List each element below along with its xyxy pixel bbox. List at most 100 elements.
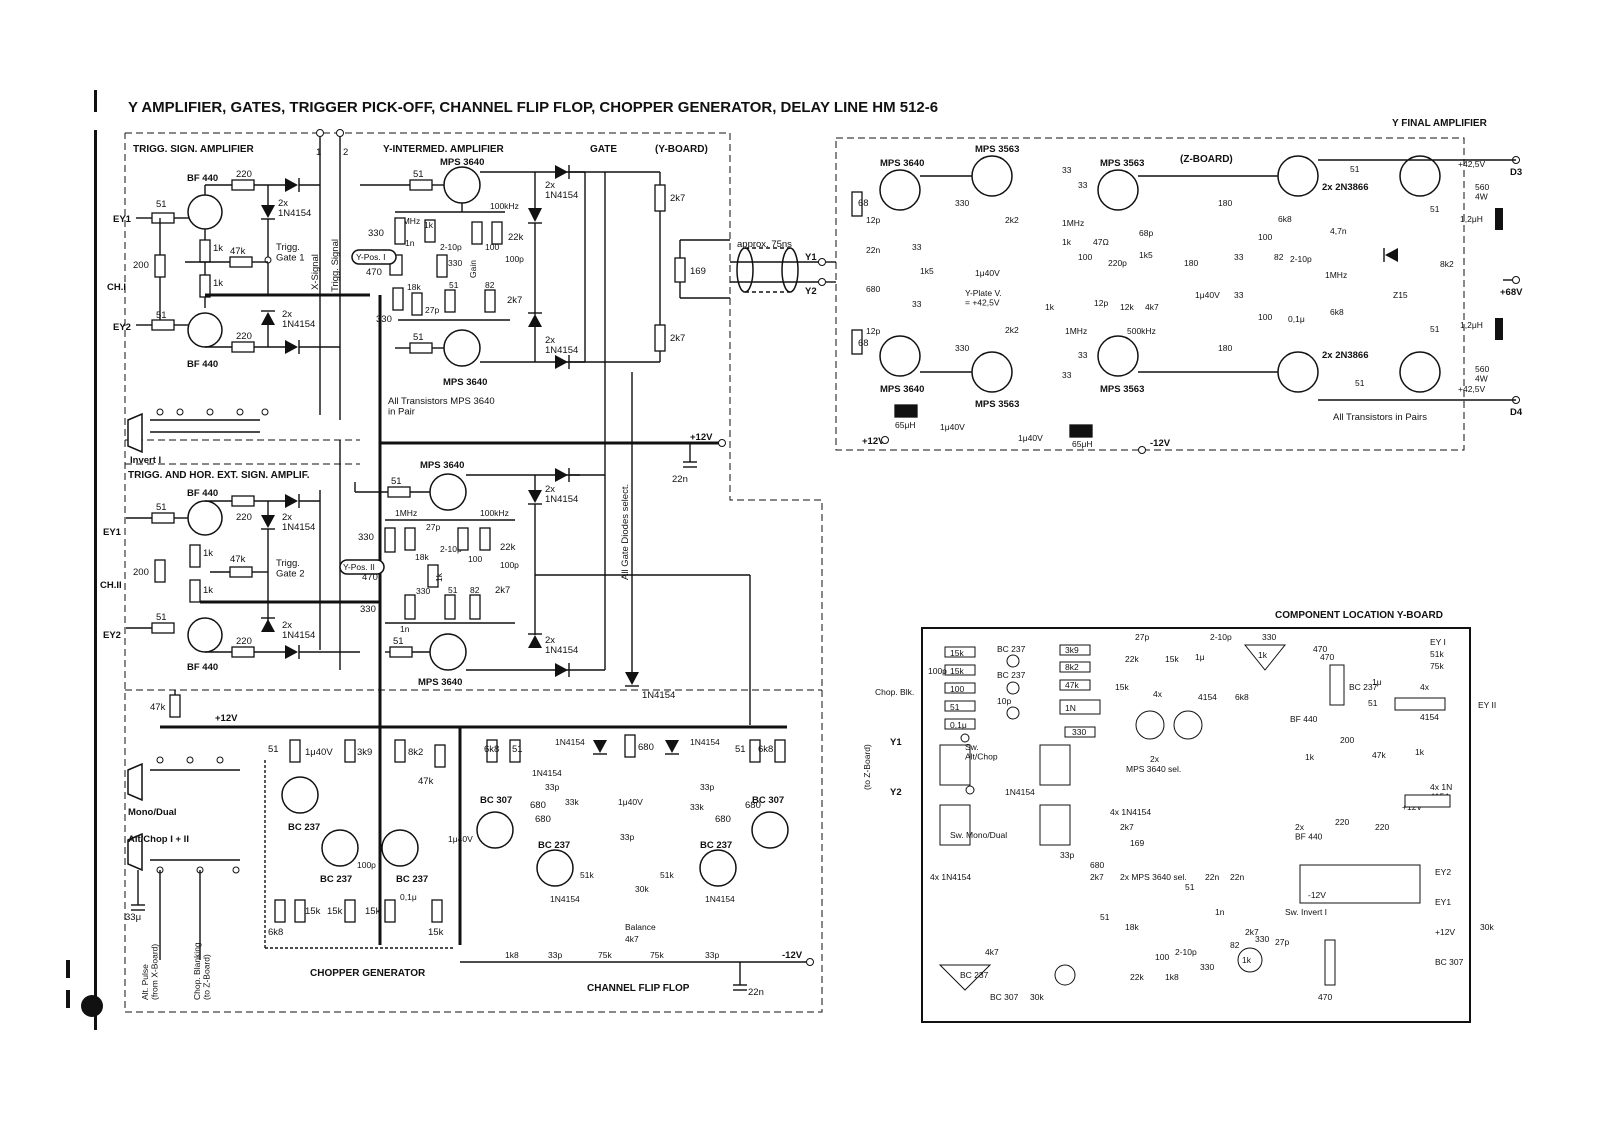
svg-text:2k7: 2k7: [1090, 872, 1104, 882]
svg-text:51: 51: [156, 502, 167, 513]
svg-text:12k: 12k: [1120, 302, 1134, 312]
svg-text:75k: 75k: [598, 950, 612, 960]
svg-text:22n: 22n: [748, 987, 764, 998]
svg-text:82: 82: [1274, 252, 1284, 262]
y-board-outline: [124, 132, 823, 1013]
svg-text:330: 330: [358, 532, 374, 543]
svg-text:1N4154: 1N4154: [705, 894, 735, 904]
svg-text:30k: 30k: [1480, 922, 1494, 932]
svg-text:33p: 33p: [620, 832, 634, 842]
svg-text:65μH: 65μH: [895, 420, 916, 430]
svg-text:+42,5V: +42,5V: [1458, 159, 1486, 169]
svg-text:180: 180: [1218, 343, 1232, 353]
svg-text:2-10p: 2-10p: [1175, 947, 1197, 957]
svg-text:220: 220: [236, 169, 252, 180]
svg-text:1n: 1n: [400, 624, 410, 634]
svg-text:1N4154: 1N4154: [282, 319, 315, 330]
svg-text:51: 51: [735, 744, 746, 755]
svg-text:D3: D3: [1510, 167, 1522, 178]
svg-text:169: 169: [690, 266, 706, 277]
svg-text:22k: 22k: [508, 232, 524, 243]
svg-text:68p: 68p: [1139, 228, 1153, 238]
svg-text:1n: 1n: [405, 238, 415, 248]
svg-text:2-10p: 2-10p: [1210, 632, 1232, 642]
svg-text:33: 33: [912, 242, 922, 252]
invert-switch[interactable]: Invert I: [127, 408, 269, 466]
signal-bus: 1 2 X-Signal Trigg. Signal: [310, 129, 348, 670]
svg-text:51: 51: [1355, 378, 1365, 388]
note-gate-diodes: All Gate Diodes select.: [620, 484, 631, 580]
svg-text:4x 1N4154: 4x 1N4154: [930, 872, 971, 882]
svg-text:47k: 47k: [230, 246, 246, 257]
svg-text:2x: 2x: [1150, 754, 1160, 764]
svg-text:15k: 15k: [1115, 682, 1129, 692]
svg-text:51: 51: [1430, 324, 1440, 334]
svg-text:BC 237: BC 237: [997, 644, 1026, 654]
svg-text:330: 330: [360, 604, 376, 615]
svg-text:MPS 3640: MPS 3640: [440, 157, 484, 168]
svg-text:100: 100: [468, 554, 482, 564]
svg-text:1,2μH: 1,2μH: [1460, 320, 1483, 330]
svg-text:470: 470: [1320, 652, 1334, 662]
svg-text:51: 51: [1100, 912, 1110, 922]
svg-text:100p: 100p: [500, 560, 519, 570]
svg-text:33p: 33p: [1060, 850, 1074, 860]
svg-text:27p: 27p: [426, 522, 440, 532]
svg-text:47k: 47k: [230, 554, 246, 565]
svg-text:MPS 3640 sel.: MPS 3640 sel.: [1126, 764, 1181, 774]
svg-text:BF 440: BF 440: [187, 359, 218, 370]
svg-text:BC 307: BC 307: [480, 795, 512, 806]
svg-text:22k: 22k: [1125, 654, 1139, 664]
svg-text:82: 82: [485, 280, 495, 290]
svg-text:MPS 3640: MPS 3640: [880, 384, 924, 395]
svg-text:Invert I: Invert I: [130, 455, 161, 466]
svg-text:220: 220: [236, 331, 252, 342]
svg-text:D4: D4: [1510, 407, 1523, 418]
svg-text:+12V: +12V: [690, 432, 713, 443]
svg-text:1μ40V: 1μ40V: [1195, 290, 1220, 300]
svg-text:3k9: 3k9: [357, 747, 372, 758]
svg-text:33: 33: [1062, 165, 1072, 175]
svg-text:51k: 51k: [1430, 649, 1444, 659]
heading-gate: GATE: [590, 144, 617, 155]
svg-text:2-10p: 2-10p: [440, 242, 462, 252]
svg-text:Chop. Blanking(to Z-Board): Chop. Blanking(to Z-Board): [192, 942, 211, 1000]
transistor-bf440-top: [187, 194, 223, 230]
svg-text:680: 680: [715, 814, 731, 825]
svg-text:BC 237: BC 237: [997, 670, 1026, 680]
svg-text:+42,5V: +42,5V: [1458, 384, 1486, 394]
svg-text:33k: 33k: [690, 802, 704, 812]
svg-text:51: 51: [413, 332, 424, 343]
label-mono-dual[interactable]: Mono/Dual: [128, 807, 177, 818]
svg-text:1N4154: 1N4154: [278, 208, 311, 219]
svg-text:MPS 3563: MPS 3563: [1100, 158, 1144, 169]
svg-text:1N4154: 1N4154: [550, 894, 580, 904]
svg-text:MPS 3563: MPS 3563: [975, 399, 1019, 410]
svg-text:15k: 15k: [365, 906, 381, 917]
svg-text:1μ: 1μ: [1372, 677, 1382, 687]
port-ey2-b: EY2: [103, 630, 121, 641]
svg-text:15k: 15k: [1165, 654, 1179, 664]
svg-text:BC 307: BC 307: [1435, 957, 1464, 967]
svg-text:51: 51: [156, 310, 167, 321]
svg-text:1N4154: 1N4154: [545, 345, 578, 356]
svg-text:1: 1: [316, 147, 321, 158]
svg-text:1k: 1k: [1045, 302, 1055, 312]
gate-diodes-ch1: 2x 1N4154 2x 1N4154 2k7 2k7 169: [528, 165, 730, 369]
svg-text:2x: 2x: [278, 198, 288, 209]
svg-text:2x: 2x: [545, 635, 555, 646]
svg-text:22n: 22n: [1230, 872, 1244, 882]
svg-text:680: 680: [745, 800, 761, 811]
svg-text:1N4154: 1N4154: [555, 737, 585, 747]
label-alt-chop[interactable]: Alt/Chop I + II: [128, 834, 189, 845]
heading-y-intermed: Y-INTERMED. AMPLIFIER: [383, 144, 505, 155]
svg-text:47k: 47k: [418, 776, 434, 787]
svg-text:1N4154: 1N4154: [545, 190, 578, 201]
svg-text:BC 307: BC 307: [990, 992, 1019, 1002]
svg-text:33: 33: [912, 299, 922, 309]
svg-text:6k8: 6k8: [268, 927, 283, 938]
svg-text:+12V: +12V: [215, 713, 238, 724]
svg-text:51: 51: [156, 199, 167, 210]
svg-text:200: 200: [1340, 735, 1354, 745]
svg-text:82: 82: [1230, 940, 1240, 950]
